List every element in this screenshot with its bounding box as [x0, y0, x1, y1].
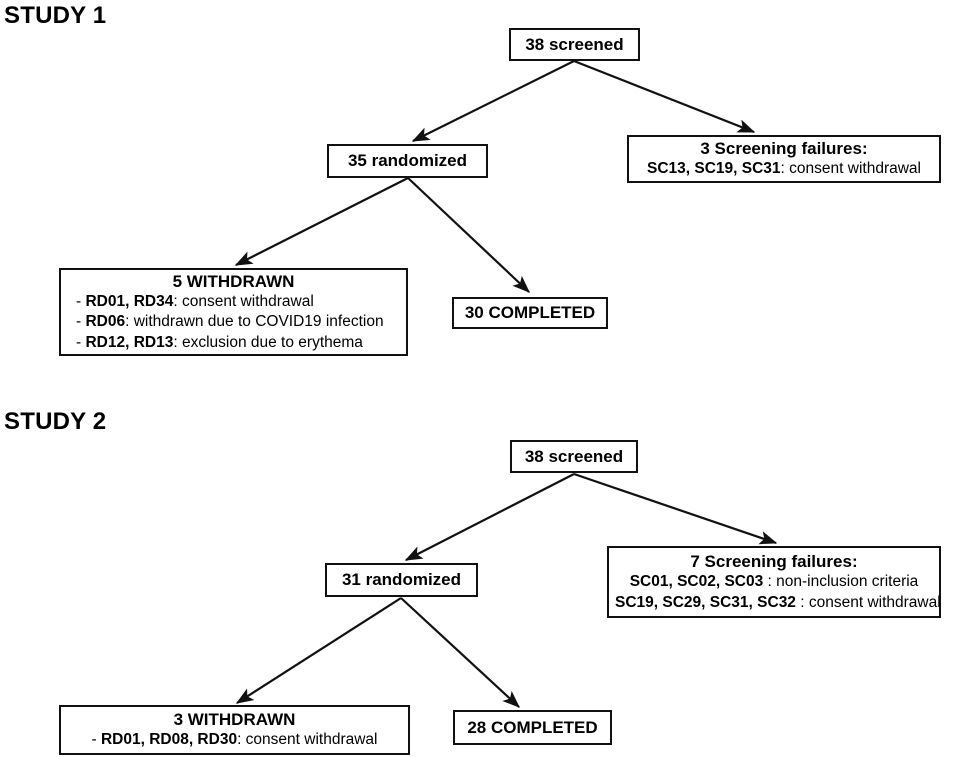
edge-randomized-to-withdrawn-study1 [234, 177, 409, 266]
list-item: - RD01, RD34: consent withdrawal [76, 292, 314, 310]
study2-node-withdrawn: 3 WITHDRAWN - RD01, RD08, RD30: consent … [59, 705, 410, 755]
study2-node-randomized: 31 randomized [325, 563, 478, 597]
study2-randomized-label: 31 randomized [341, 570, 462, 590]
study2-screened-label: 38 screened [524, 446, 624, 466]
study1-screening-failures-headline: 3 Screening failures: [700, 139, 868, 159]
edge-randomized-to-withdrawn-study2 [235, 597, 402, 704]
edge-screened-to-randomized-study1 [411, 60, 575, 142]
study2-node-screening-failures: 7 Screening failures: SC01, SC02, SC03 :… [607, 546, 941, 618]
study2-node-screened: 38 screened [510, 440, 638, 473]
study1-screening-failures-list: SC13, SC19, SC31: consent withdrawal [635, 159, 933, 179]
study1-withdrawn-headline: 5 WITHDRAWN [172, 271, 295, 291]
list-item: - RD01, RD08, RD30: consent withdrawal [91, 731, 378, 749]
study1-node-screening-failures: 3 Screening failures: SC13, SC19, SC31: … [627, 135, 941, 183]
study1-node-screened: 38 screened [509, 28, 640, 61]
study1-randomized-label: 35 randomized [347, 151, 468, 171]
study1-node-completed: 30 COMPLETED [452, 297, 608, 329]
study2-withdrawn-headline: 3 WITHDRAWN [173, 710, 296, 730]
study2-completed-label: 28 COMPLETED [467, 717, 598, 737]
edge-randomized-to-completed-study2 [400, 597, 520, 708]
list-item: SC13, SC19, SC31: consent withdrawal [647, 160, 921, 178]
study-2-title: STUDY 2 [4, 408, 107, 435]
study1-withdrawn-list: - RD01, RD34: consent withdrawal - RD06:… [67, 292, 400, 353]
study1-completed-label: 30 COMPLETED [464, 303, 596, 323]
study2-withdrawn-list: - RD01, RD08, RD30: consent withdrawal [67, 730, 402, 750]
study2-screening-failures-list: SC01, SC02, SC03 : non-inclusion criteri… [615, 572, 941, 613]
list-item: - RD12, RD13: exclusion due to erythema [76, 333, 363, 351]
list-item: SC01, SC02, SC03 : non-inclusion criteri… [629, 573, 919, 591]
study1-node-randomized: 35 randomized [327, 144, 488, 178]
edge-screened-to-screening-failures-study1 [573, 59, 756, 134]
study1-node-withdrawn: 5 WITHDRAWN - RD01, RD34: consent withdr… [59, 268, 408, 356]
edge-screened-to-screening-failures-study2 [573, 472, 778, 545]
study2-screening-failures-headline: 7 Screening failures: [690, 551, 858, 571]
study1-screened-label: 38 screened [525, 34, 624, 54]
study-1-title: STUDY 1 [4, 2, 107, 29]
list-item: - RD06: withdrawn due to COVID19 infecti… [76, 313, 384, 331]
edge-randomized-to-completed-study1 [407, 177, 530, 293]
study2-node-completed: 28 COMPLETED [453, 710, 612, 745]
list-item: SC19, SC29, SC31, SC32 : consent withdra… [615, 593, 941, 611]
edge-screened-to-randomized-study2 [404, 473, 575, 561]
